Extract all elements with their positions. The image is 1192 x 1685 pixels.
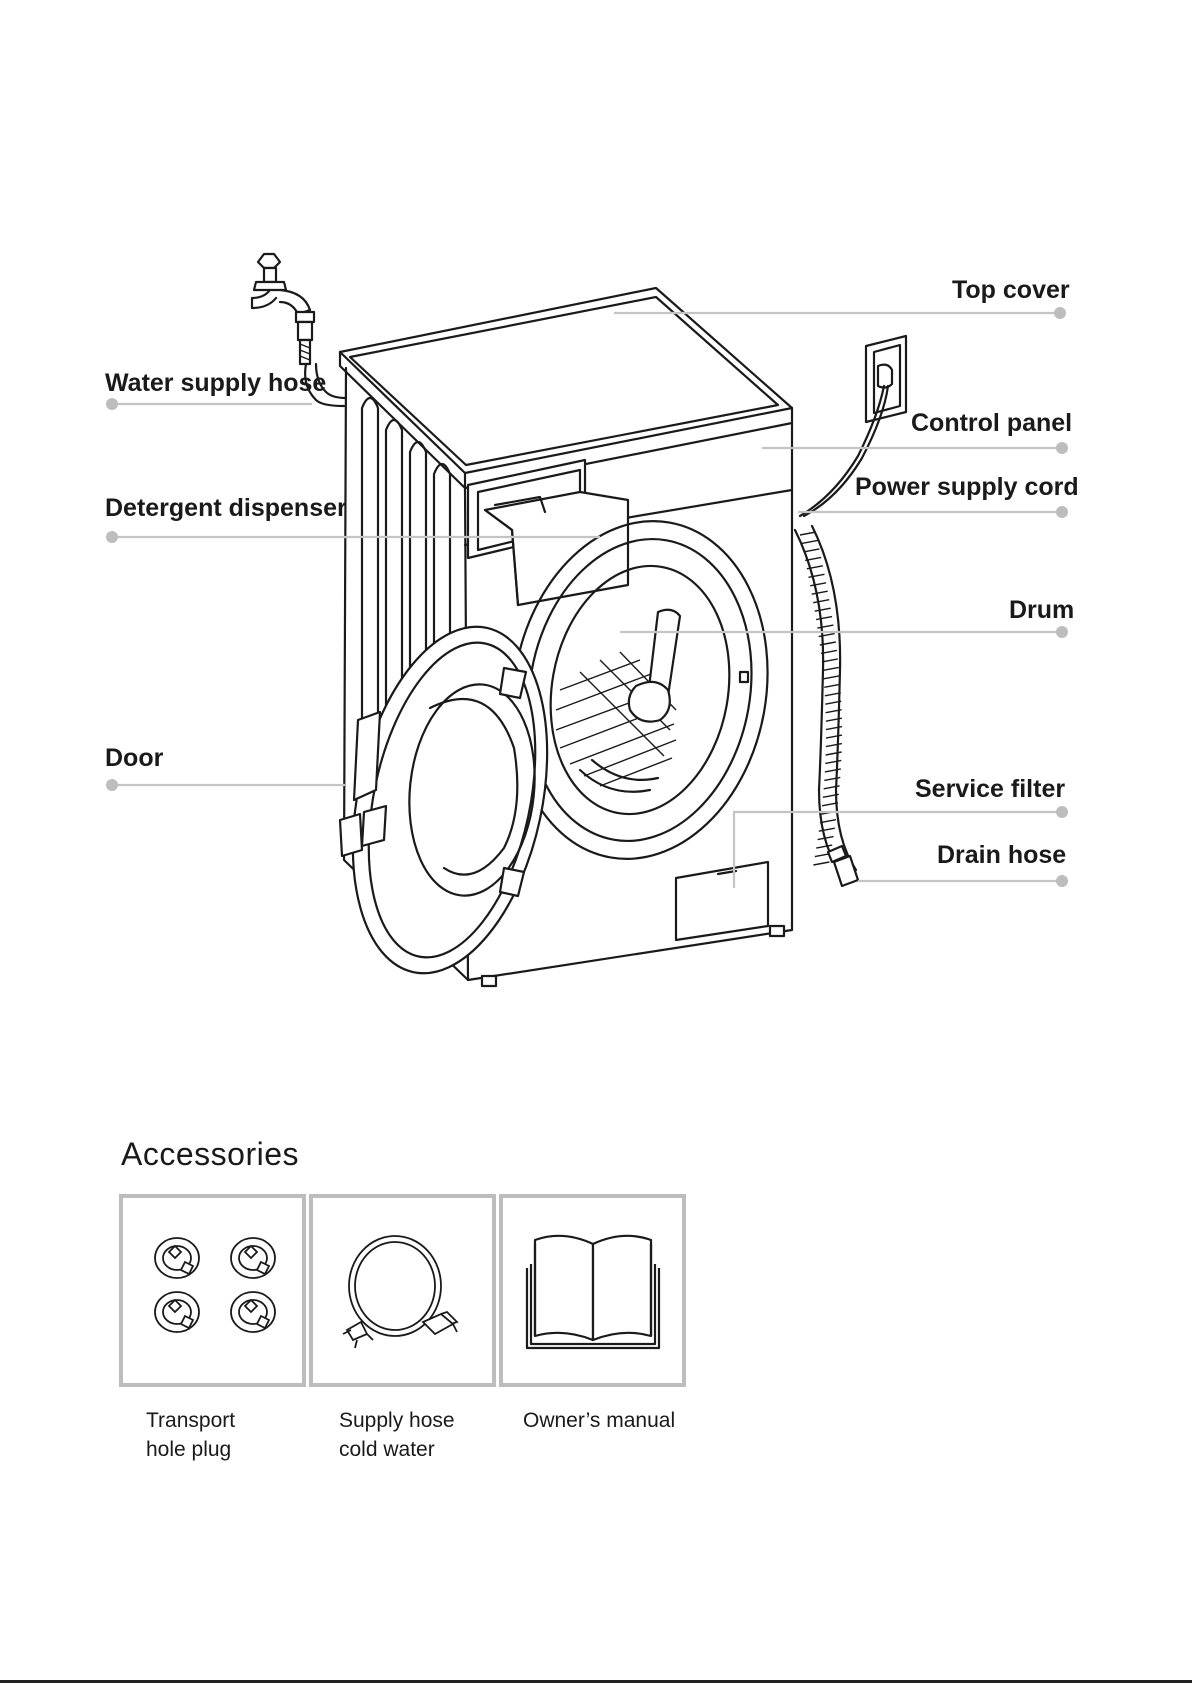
caption-line: Transport: [146, 1406, 235, 1435]
accessory-caption-supply-hose: Supply hose cold water: [339, 1406, 455, 1464]
owners-manual-icon: [503, 1198, 682, 1383]
page-bottom-rule: [0, 1680, 1192, 1683]
caption-line: hole plug: [146, 1435, 235, 1464]
accessory-box-owners-manual: [499, 1194, 686, 1387]
label-power-supply-cord: Power supply cord: [855, 473, 1079, 502]
label-drain-hose: Drain hose: [937, 841, 1066, 870]
label-service-filter: Service filter: [915, 775, 1065, 804]
accessory-box-transport-plug: [119, 1194, 306, 1387]
label-control-panel: Control panel: [911, 409, 1072, 438]
accessory-caption-transport-plug: Transport hole plug: [146, 1406, 235, 1464]
label-detergent-dispenser: Detergent dispenser: [105, 494, 347, 523]
label-door: Door: [105, 744, 163, 773]
drain-hose: [795, 526, 858, 886]
accessory-box-supply-hose: [309, 1194, 496, 1387]
caption-line: cold water: [339, 1435, 455, 1464]
caption-line: Supply hose: [339, 1406, 455, 1435]
accessory-caption-owners-manual: Owner’s manual: [523, 1406, 675, 1435]
caption-line: Owner’s manual: [523, 1406, 675, 1435]
label-top-cover: Top cover: [952, 276, 1070, 305]
label-water-supply-hose: Water supply hose: [105, 369, 326, 398]
accessories-title: Accessories: [121, 1136, 299, 1173]
supply-hose-icon: [313, 1198, 492, 1383]
label-drum: Drum: [1009, 596, 1074, 625]
transport-plug-icon: [123, 1198, 302, 1383]
